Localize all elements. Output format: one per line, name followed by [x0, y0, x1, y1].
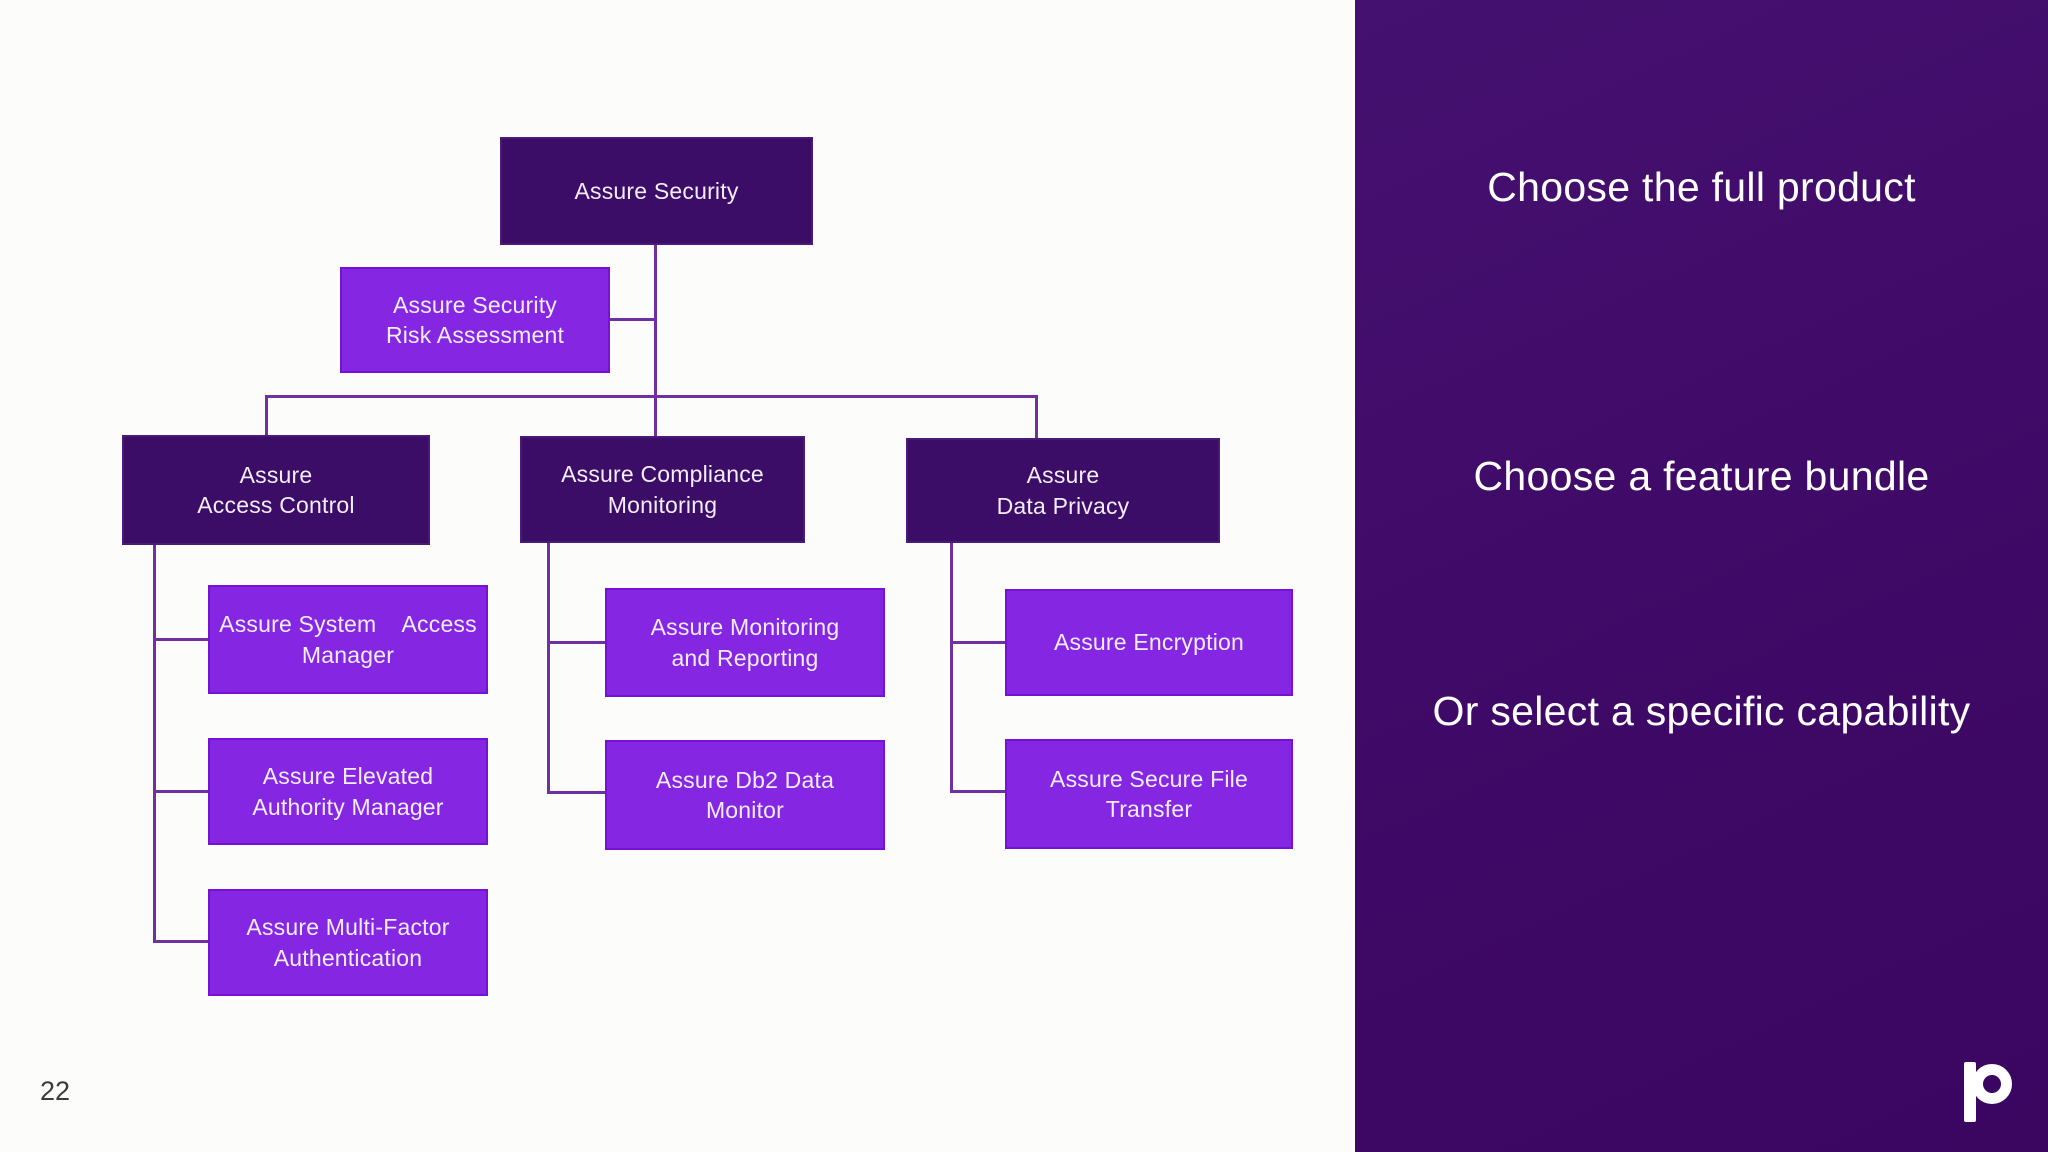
- connector-middle-stub-2: [547, 791, 605, 794]
- node-secure-file-transfer: Assure Secure File Transfer: [1005, 739, 1293, 849]
- connector-left-stub-2: [153, 790, 208, 793]
- connector-trunk-vertical: [654, 245, 657, 397]
- p-ring-logo-icon: [1960, 1058, 2040, 1128]
- sidebar-panel: Choose the full product Choose a feature…: [1355, 0, 2048, 1152]
- node-label: Assure Elevated Authority Manager: [252, 763, 444, 820]
- connector-right-stub-1: [950, 641, 1005, 644]
- node-label: Assure System Access Manager: [219, 611, 477, 668]
- connector-drop-right: [1035, 395, 1038, 440]
- panel-heading-feature-bundle: Choose a feature bundle: [1473, 453, 1930, 499]
- node-label: Assure Security Risk Assessment: [385, 291, 565, 348]
- node-label: Assure Data Privacy: [996, 462, 1130, 519]
- connector-right-vertical: [950, 543, 953, 793]
- connector-left-vertical: [153, 545, 156, 943]
- node-elevated-authority-manager: Assure Elevated Authority Manager: [208, 738, 488, 845]
- node-access-control: Assure Access Control: [122, 435, 430, 545]
- node-system-access-manager: Assure System Access Manager: [208, 585, 488, 694]
- connector-middle-stub-1: [547, 641, 605, 644]
- node-assure-security: Assure Security: [500, 137, 813, 245]
- node-label: Assure Security: [574, 177, 739, 204]
- node-label: Assure Db2 Data Monitor: [655, 766, 835, 823]
- connector-left-stub-1: [153, 638, 208, 641]
- connector-drop-middle: [654, 395, 657, 438]
- node-label: Assure Compliance Monitoring: [561, 461, 764, 518]
- node-label: Assure Secure File Transfer: [1050, 765, 1248, 822]
- node-encryption: Assure Encryption: [1005, 589, 1293, 696]
- node-label: Assure Multi-Factor Authentication: [246, 914, 450, 971]
- connector-rail-horizontal: [265, 395, 1038, 398]
- node-db2-data-monitor: Assure Db2 Data Monitor: [605, 740, 885, 850]
- connector-right-stub-2: [950, 790, 1005, 793]
- connector-drop-left: [265, 395, 268, 437]
- node-data-privacy: Assure Data Privacy: [906, 438, 1220, 543]
- panel-heading-full-product: Choose the full product: [1487, 164, 1916, 210]
- connector-risk-stub: [610, 318, 656, 321]
- connector-left-stub-3: [153, 940, 211, 943]
- node-monitoring-and-reporting: Assure Monitoring and Reporting: [605, 588, 885, 697]
- node-label: Assure Access Control: [197, 461, 355, 518]
- node-label: Assure Encryption: [1053, 629, 1245, 656]
- connector-middle-vertical: [547, 543, 550, 794]
- panel-heading-specific-capability: Or select a specific capability: [1432, 688, 1971, 734]
- node-label: Assure Monitoring and Reporting: [650, 614, 840, 671]
- page-number: 22: [40, 1076, 71, 1106]
- logo-ring: [1972, 1064, 2012, 1104]
- node-compliance-monitoring: Assure Compliance Monitoring: [520, 436, 805, 543]
- node-security-risk-assessment: Assure Security Risk Assessment: [340, 267, 610, 373]
- node-multi-factor-authentication: Assure Multi-Factor Authentication: [208, 889, 488, 996]
